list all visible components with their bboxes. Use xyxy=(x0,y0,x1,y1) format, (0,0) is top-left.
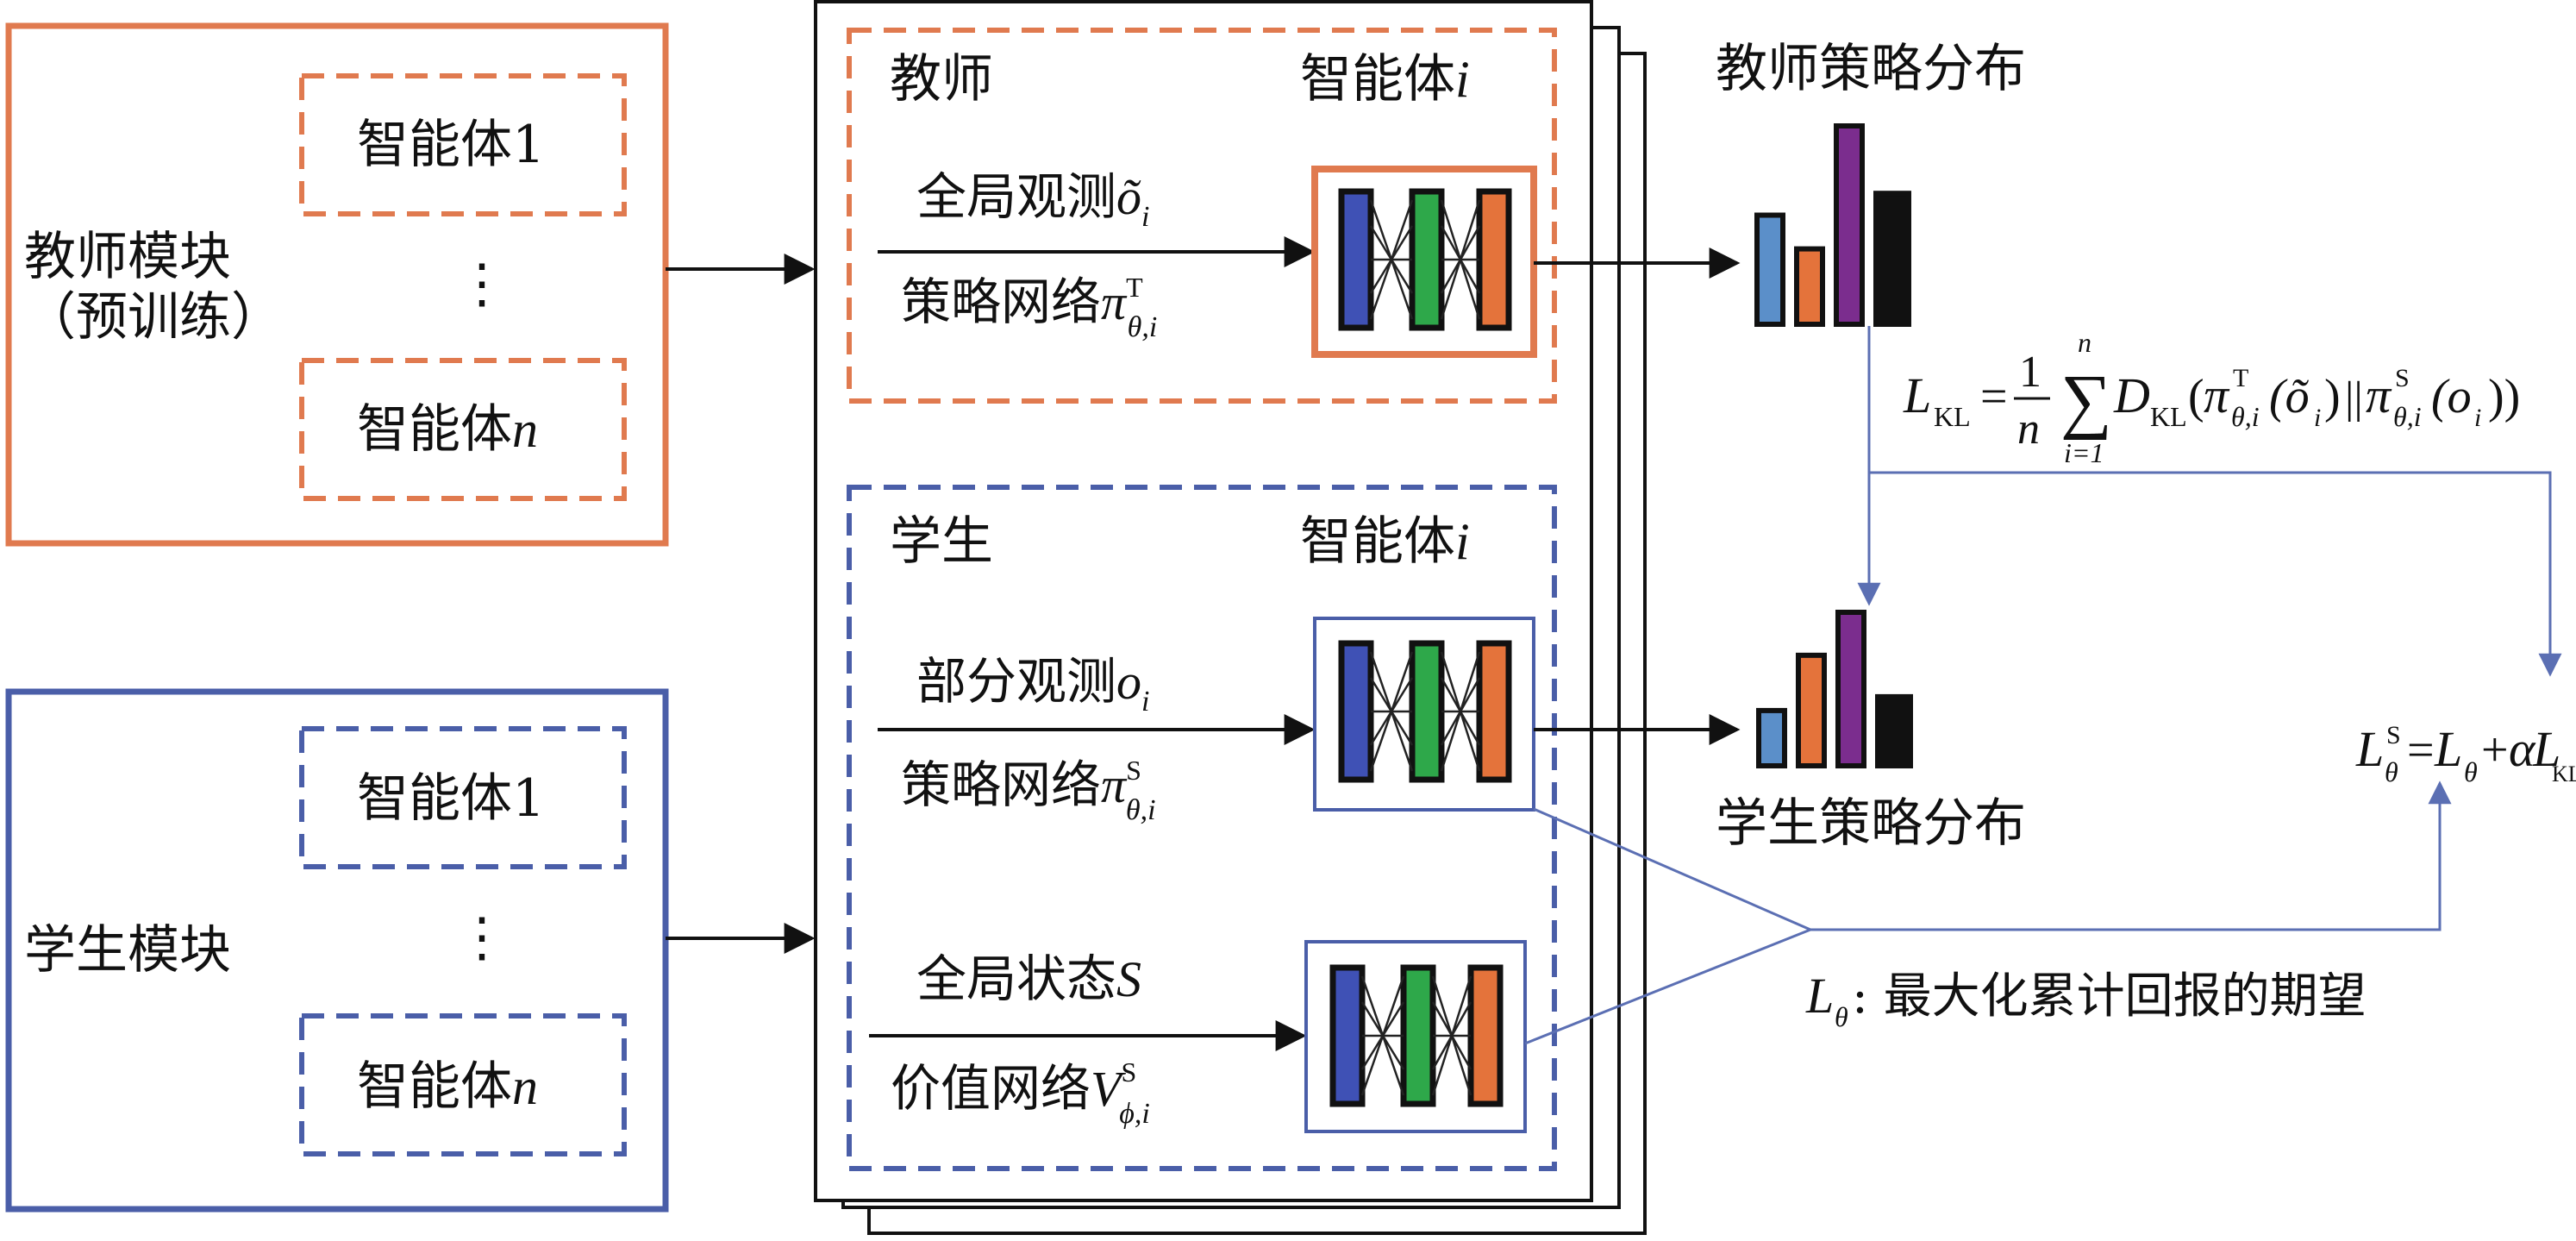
svg-text:θ,i: θ,i xyxy=(2393,401,2422,432)
svg-text:θ: θ xyxy=(2385,756,2398,787)
svg-text:L: L xyxy=(2355,721,2384,777)
teacher-agent-i-label: 智能体i xyxy=(1300,49,1470,110)
svg-text:S: S xyxy=(2386,721,2401,749)
teacher-bar-action-2 xyxy=(1794,246,1825,328)
student-policy-network-icon xyxy=(1341,643,1509,780)
teacher-global-observation: 全局观测õi xyxy=(916,167,1149,233)
teacher-bar-action-1 xyxy=(1754,212,1785,327)
teacher-panel-box xyxy=(847,28,1557,404)
student-panel-label: 学生 xyxy=(890,511,993,572)
student-module-title: 学生模块 xyxy=(24,920,231,981)
svg-text:π: π xyxy=(2204,367,2230,423)
value-to-objective-line xyxy=(1524,928,1811,1045)
teacher-bar-action-4 xyxy=(1873,191,1911,327)
teacher-distribution-bars xyxy=(1754,123,1911,328)
teacher-distribution-title: 教师策略分布 xyxy=(1716,39,2026,99)
student-value-network-icon xyxy=(1333,968,1500,1104)
svg-text:KL: KL xyxy=(2150,401,2187,432)
svg-text:1: 1 xyxy=(2019,348,2041,397)
svg-text:+: + xyxy=(2481,724,2509,777)
svg-text:L: L xyxy=(1805,968,1834,1024)
teacher-agent-1-box xyxy=(299,73,627,216)
svg-text:L: L xyxy=(2532,721,2560,777)
teacher-bar-action-3 xyxy=(1834,123,1865,327)
svg-text:||: || xyxy=(2345,373,2363,423)
svg-text:i: i xyxy=(2314,404,2321,432)
student-bar-action-1 xyxy=(1756,707,1787,768)
svg-text:KL: KL xyxy=(1934,401,1971,432)
student-agent-1-box xyxy=(299,726,627,869)
student-agent-i-label: 智能体i xyxy=(1300,511,1470,572)
teacher-policy-network-icon xyxy=(1341,191,1509,328)
svg-text:α: α xyxy=(2509,721,2536,777)
student-agent-1-label: 智能体1 xyxy=(357,768,545,829)
student-global-state: 全局状态S xyxy=(916,950,1141,1008)
student-panel-box xyxy=(847,485,1557,1171)
svg-text:=: = xyxy=(2407,724,2435,777)
svg-text:n: n xyxy=(2078,327,2091,358)
teacher-module-title: 教师模块 xyxy=(24,227,231,287)
student-partial-observation: 部分观测oi xyxy=(916,652,1149,718)
svg-text:=: = xyxy=(1980,370,2008,423)
student-policy-network-frame xyxy=(1313,617,1535,812)
svg-text:KL: KL xyxy=(2552,762,2576,787)
svg-text:i=1: i=1 xyxy=(2064,437,2104,468)
student-agents-ellipsis: ⋮ xyxy=(455,909,509,968)
kl-loss-formula: L KL = 1 n n ∑ i=1 D KL ( π T θ,i (õ i )… xyxy=(1903,327,2520,468)
svg-text:: 最大化累计回报的期望: : 最大化累计回报的期望 xyxy=(1852,968,2367,1025)
svg-text:θ: θ xyxy=(1835,1001,1848,1032)
svg-text:): ) xyxy=(2324,370,2341,423)
teacher-agents-ellipsis: ⋮ xyxy=(455,255,509,314)
svg-text:L: L xyxy=(2434,721,2462,777)
svg-text:π: π xyxy=(2366,367,2392,423)
student-agent-n-label: 智能体n xyxy=(357,1056,538,1117)
student-value-network-frame xyxy=(1304,940,1527,1133)
svg-text:S: S xyxy=(2395,364,2410,392)
policy-to-objective-line xyxy=(1533,807,1811,931)
student-module-box xyxy=(5,688,669,1213)
svg-text:n: n xyxy=(2017,404,2040,454)
teacher-agent-n-label: 智能体n xyxy=(357,399,538,460)
teacher-module-subtitle: （预训练） xyxy=(24,287,283,348)
student-distribution-title: 学生策略分布 xyxy=(1716,793,2026,854)
teacher-agent-1-label: 智能体1 xyxy=(357,115,545,175)
student-agent-n-box xyxy=(299,1013,627,1156)
student-distribution-bars xyxy=(1756,610,1913,769)
svg-text:θ: θ xyxy=(2464,756,2478,787)
svg-text:θ,i: θ,i xyxy=(2231,401,2260,432)
svg-text:T: T xyxy=(2233,364,2248,392)
student-bar-action-2 xyxy=(1796,652,1827,769)
objective-label: L θ : 最大化累计回报的期望 xyxy=(1805,968,2367,1032)
svg-text:(õ: (õ xyxy=(2269,370,2310,423)
teacher-module-box xyxy=(5,22,669,547)
teacher-agent-n-box xyxy=(299,358,627,501)
svg-text:(: ( xyxy=(2188,370,2204,423)
svg-text:i: i xyxy=(2474,404,2481,432)
kl-to-loss-arrow xyxy=(1869,471,2562,677)
student-bar-action-4 xyxy=(1875,693,1913,769)
student-bar-action-3 xyxy=(1835,610,1866,768)
svg-text:(o: (o xyxy=(2431,370,2472,423)
teacher-panel-label: 教师 xyxy=(890,49,993,110)
svg-text:D: D xyxy=(2113,367,2150,423)
svg-text:)): )) xyxy=(2488,370,2520,423)
svg-text:∑: ∑ xyxy=(2060,360,2112,441)
student-loss-formula: L S θ = L θ + α L KL xyxy=(2355,721,2576,787)
objective-to-loss-arrow xyxy=(1810,780,2452,931)
svg-text:L: L xyxy=(1903,367,1931,423)
